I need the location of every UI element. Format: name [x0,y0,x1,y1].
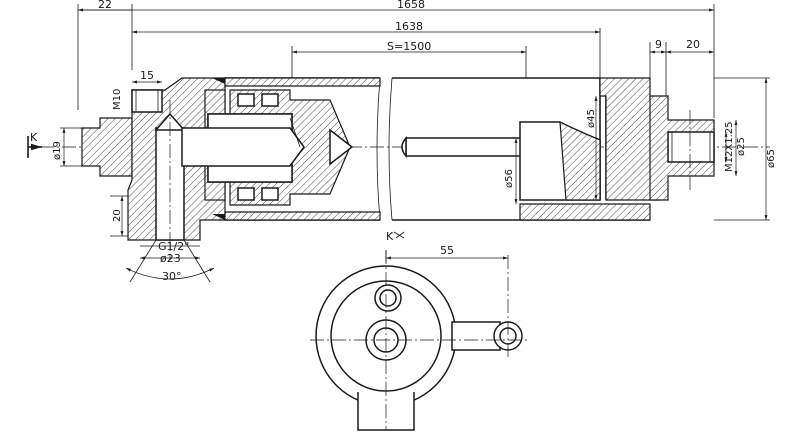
dim-55-label: 55 [440,244,454,257]
dim-1658-label: 1658 [397,0,425,11]
pipe-thread-label: G1/2" [158,240,189,253]
dim-piston-dia-label: ø56 [504,169,515,188]
dim-19-label: ø19 [52,141,63,160]
dim-port-depth-label: 20 [112,209,123,222]
dim-22-label: 22 [98,0,112,11]
left-dimensions: ø19 20 15 M10 K G1/2" ø23 30° [27,69,189,283]
dim-65-label: ø65 [766,149,777,168]
piston-rod [181,89,601,206]
rod-eye [649,95,715,201]
view-arrow-k: K [30,131,38,144]
dim-9-label: 9 [655,38,662,51]
barrel [224,77,661,221]
section-view-label: K [386,230,394,243]
dim-stroke-label: S=1500 [387,40,431,53]
dim-20-label: 20 [686,38,700,51]
dim-rod-dia-label: ø45 [586,109,597,128]
dim-1638-label: 1638 [395,20,423,33]
dim-m10-label: M10 [112,89,123,110]
port-cone [125,239,215,283]
port-seat-label: ø23 [160,252,181,265]
dim-eye-bore-label: ø25 [736,137,747,156]
right-dimensions: ø65 ø25 M12X1.25 ø45 ø56 [504,77,777,221]
dim-15-label: 15 [140,69,154,82]
dim-rod-thread-label: M12X1.25 [724,122,735,172]
cone-angle-label: 30° [162,270,182,283]
end-cap [81,77,226,260]
top-dimensions: 22 1658 1638 S=1500 9 20 [77,0,715,118]
view-k: K 55 [310,230,530,431]
